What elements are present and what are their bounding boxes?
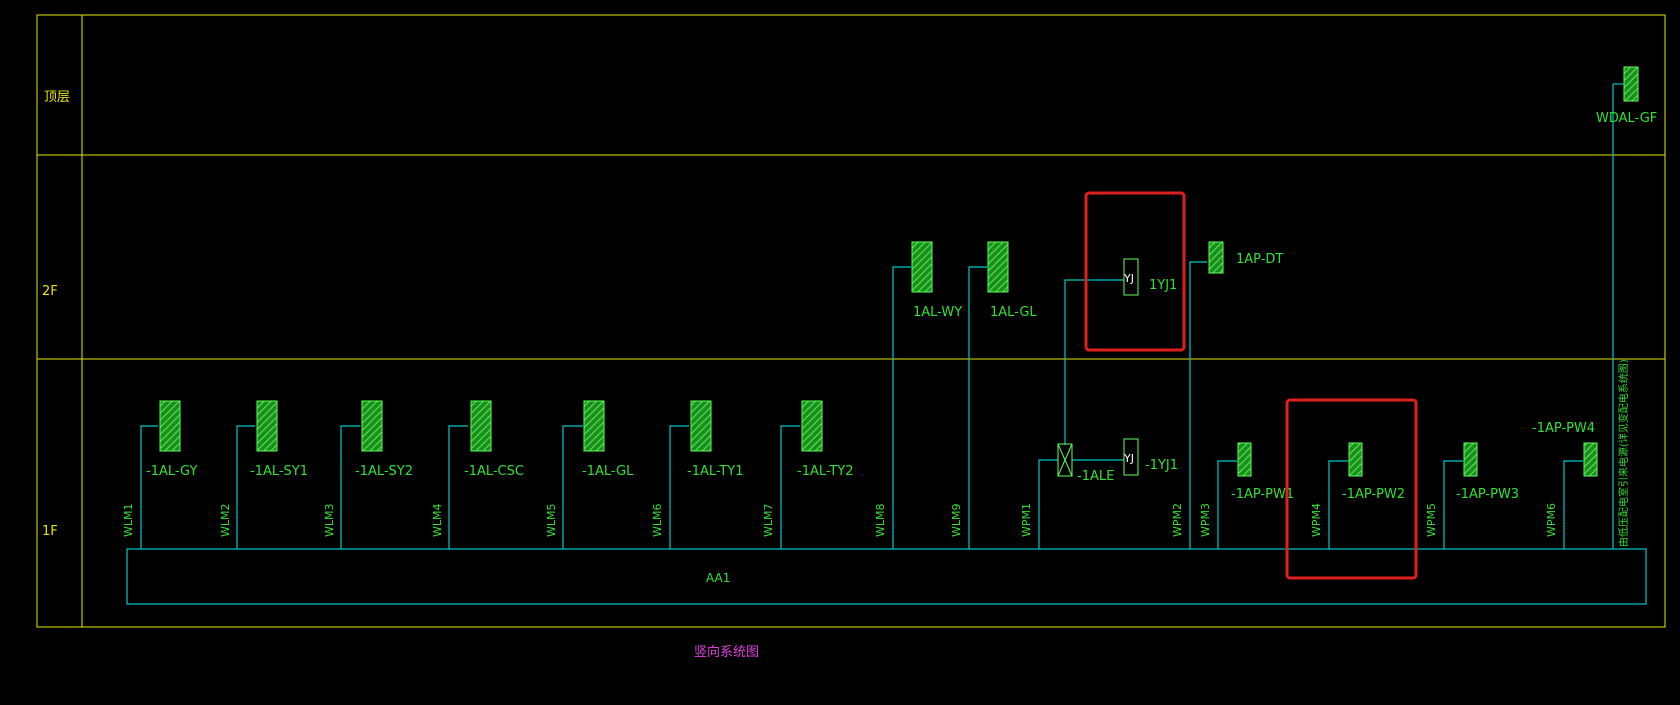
busbar-aa1 — [126, 548, 1647, 605]
circuit-wpm1: WPM1 — [1020, 503, 1033, 537]
panel-pw3-box[interactable] — [1463, 442, 1478, 477]
circuit-wpm5: WPM5 — [1425, 503, 1438, 537]
panel-pw4-box[interactable] — [1583, 442, 1598, 477]
panel-gl2f-box[interactable] — [987, 241, 1009, 293]
circuit-wlm6: WLM6 — [651, 504, 664, 538]
yj-box-2f[interactable] — [1123, 258, 1139, 296]
yj-box-2f-label: YJ — [1123, 272, 1134, 285]
ale-label: -1ALE — [1077, 469, 1114, 484]
panel-gl1f-box[interactable] — [583, 400, 605, 452]
floor-label-2f: 2F — [42, 284, 58, 299]
lighting-panel-boxes — [159, 400, 823, 452]
panel-pw2-box[interactable] — [1348, 442, 1363, 477]
floor-grid — [36, 14, 1666, 628]
circuit-wpm2: WPM2 — [1171, 503, 1184, 537]
power-feeders — [1217, 460, 1583, 549]
panel-pw3-label: -1AP-PW3 — [1456, 487, 1519, 502]
panel-pw1-box[interactable] — [1237, 442, 1252, 477]
lighting-panels-1f — [140, 425, 800, 549]
circuit-wlm9: WLM9 — [950, 504, 963, 538]
yj-box-1f[interactable] — [1123, 438, 1139, 476]
circuit-wlm3: WLM3 — [323, 504, 336, 538]
source-note: 由低压配电室引来电源(详见变配电系统图) — [1617, 359, 1630, 547]
panel-gf-box[interactable] — [1623, 66, 1639, 102]
circuit-wpm3: WPM3 — [1199, 503, 1212, 537]
ale-switch[interactable] — [1057, 443, 1073, 477]
panel-dt-label: 1AP-DT — [1236, 252, 1283, 267]
panel-ty1-label: -1AL-TY1 — [687, 464, 744, 479]
panel-pw1-label: -1AP-PW1 — [1231, 487, 1294, 502]
panel-gl2f-label: 1AL-GL — [990, 305, 1037, 320]
panel-gl1f-label: -1AL-GL — [582, 464, 634, 479]
panel-wy-label: 1AL-WY — [913, 305, 962, 320]
circuit-wlm4: WLM4 — [431, 504, 444, 538]
floor-label-roof: 顶层 — [44, 90, 70, 105]
panel-sy1-box[interactable] — [256, 400, 278, 452]
panel-csc-label: -1AL-CSC — [464, 464, 524, 479]
yj1-1f-label: -1YJ1 — [1145, 458, 1178, 473]
floor-label-1f: 1F — [42, 524, 58, 539]
yj-box-1f-label: YJ — [1123, 452, 1134, 465]
highlight-yj1 — [1084, 191, 1186, 352]
yj1-2f-label: 1YJ1 — [1149, 278, 1177, 293]
diagram-caption: 竖向系统图 — [694, 644, 759, 660]
busbar-label: AA1 — [706, 571, 730, 585]
panel-pw2-label: -1AP-PW2 — [1342, 487, 1405, 502]
emergency-feeders — [1038, 279, 1124, 549]
upper-feeders — [892, 84, 1614, 549]
circuit-wlm8: WLM8 — [874, 504, 887, 538]
circuit-wpm6: WPM6 — [1545, 503, 1558, 537]
panel-gf-label: WDAL-GF — [1596, 111, 1657, 126]
panel-csc-box[interactable] — [470, 400, 492, 452]
panel-gy-label: -1AL-GY — [146, 464, 197, 479]
circuit-wlm2: WLM2 — [219, 504, 232, 538]
circuit-wpm4: WPM4 — [1310, 503, 1323, 537]
panel-sy2-label: -1AL-SY2 — [355, 464, 413, 479]
panel-ty2-box[interactable] — [801, 400, 823, 452]
panel-gy-box[interactable] — [159, 400, 181, 452]
circuit-wlm1: WLM1 — [122, 504, 135, 538]
highlight-pw2 — [1285, 398, 1418, 580]
panel-sy1-label: -1AL-SY1 — [250, 464, 308, 479]
circuit-wlm7: WLM7 — [762, 504, 775, 538]
circuit-wlm5: WLM5 — [545, 504, 558, 538]
panel-dt-box[interactable] — [1208, 241, 1224, 274]
panel-sy2-box[interactable] — [361, 400, 383, 452]
panel-ty2-label: -1AL-TY2 — [797, 464, 854, 479]
panel-ty1-box[interactable] — [690, 400, 712, 452]
panel-wy-box[interactable] — [911, 241, 933, 293]
panel-pw4-label: -1AP-PW4 — [1532, 421, 1595, 436]
